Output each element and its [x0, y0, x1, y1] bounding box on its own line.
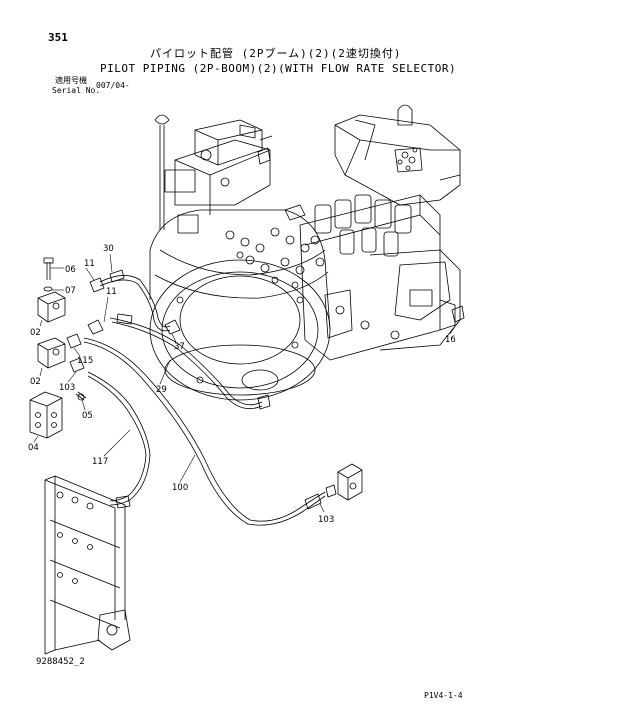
callout-103-right: 103: [318, 515, 334, 525]
swing-motor-assembly: [149, 209, 331, 401]
title-japanese: パイロット配管 (2Pブーム)(2)(2速切換付): [150, 47, 402, 60]
hose-29: [109, 313, 271, 410]
callout-06: 06: [65, 265, 76, 275]
fitting-11-upper: [89, 277, 105, 293]
swivel-cover-block: [334, 104, 461, 206]
hose-30: [99, 269, 171, 332]
callout-04: 04: [28, 443, 39, 453]
serial-value: 007/04-: [96, 81, 130, 90]
callout-07: 07: [65, 286, 76, 296]
bolt-array: [225, 204, 325, 289]
fitting-103-left: [69, 357, 85, 373]
bolt-05: [75, 391, 87, 401]
callout-02-upper: 02: [30, 328, 41, 338]
selector-valve-block: [325, 463, 363, 501]
bracket-02-upper: [37, 291, 66, 323]
fitting-11-lower: [87, 319, 104, 335]
fitting-115: [66, 333, 82, 349]
block-04: [29, 391, 63, 439]
hose-117: [87, 371, 151, 509]
fitting-37: [164, 319, 181, 335]
callout-117: 117: [92, 457, 108, 467]
title-english: PILOT PIPING (2P-BOOM)(2)(WITH FLOW RATE…: [100, 62, 457, 75]
washer-07: [43, 286, 53, 292]
callout-11-lower: 11: [106, 287, 117, 297]
pilot-valve-bracket-frame: [44, 475, 131, 655]
callout-30: 30: [103, 244, 114, 254]
callout-16: 16: [445, 335, 456, 345]
callout-100: 100: [172, 483, 188, 493]
motor-head-block: [164, 119, 273, 234]
callout-115: 115: [77, 356, 93, 366]
fitting-16: [451, 305, 465, 323]
document-number: 9288452_2: [36, 657, 85, 667]
page-number: 351: [48, 31, 68, 44]
dipstick-rod: [154, 114, 170, 230]
control-valve-bank: [299, 194, 461, 361]
serial-label-english: Serial No.: [52, 86, 101, 95]
callout-29: 29: [156, 385, 167, 395]
callout-05: 05: [82, 411, 93, 421]
bracket-02-lower: [37, 337, 66, 369]
page-code: P1V4-1-4: [424, 691, 463, 700]
callout-103-left: 103: [59, 383, 75, 393]
leader-lines: [33, 253, 459, 513]
callout-37: 37: [174, 342, 185, 352]
bolt-06: [43, 257, 54, 280]
callout-02-lower: 02: [30, 377, 41, 387]
hose-100: [83, 337, 326, 526]
serial-label-japanese: 適用号機: [55, 76, 87, 85]
callout-labels: 30 06 11 07 11 02 37 115 02 103 05 29 16…: [28, 244, 456, 525]
callout-11-upper: 11: [84, 259, 95, 269]
